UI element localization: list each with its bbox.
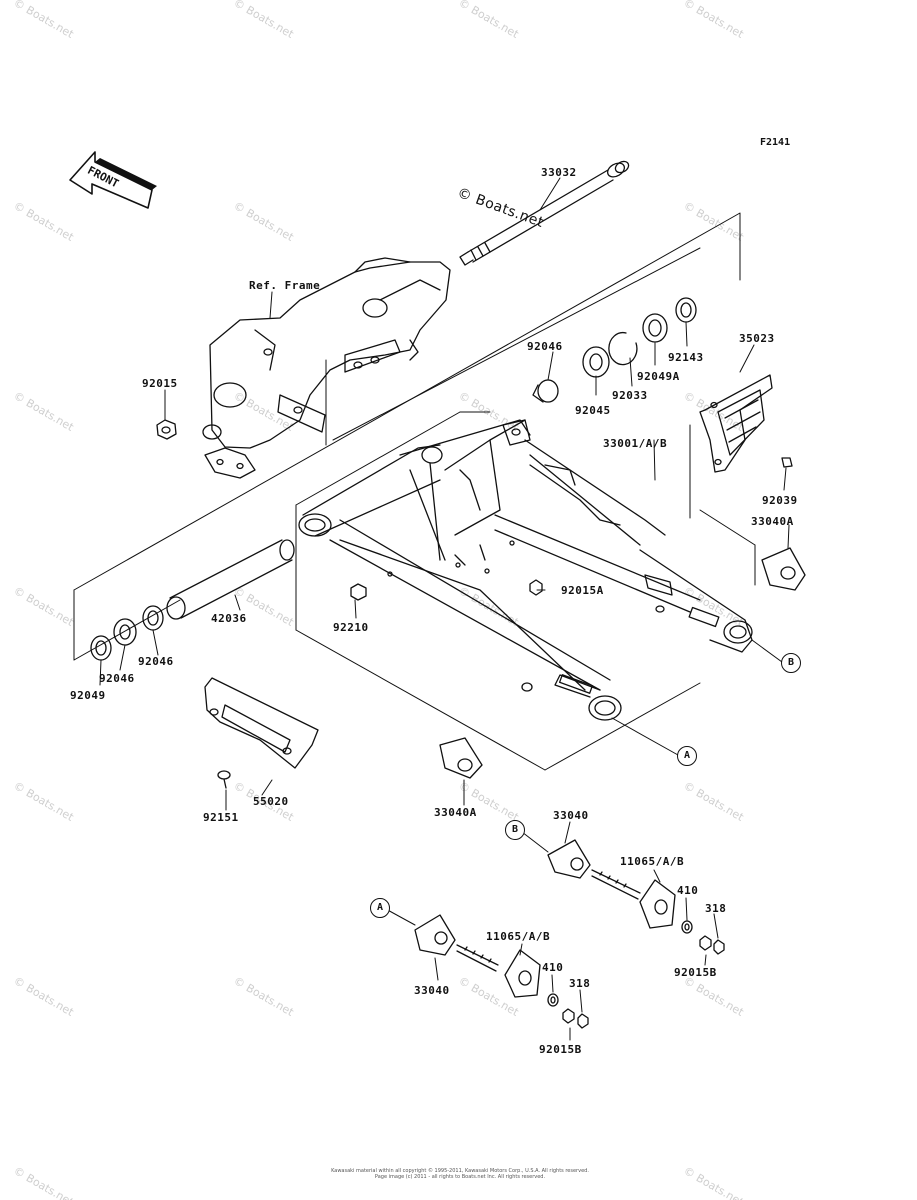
callout-33040A-right: 33040A	[751, 515, 794, 528]
callout-92143: 92143	[668, 351, 704, 364]
frame-reference	[202, 257, 451, 479]
callout-33032: 33032	[541, 166, 577, 179]
callout-92015: 92015	[142, 377, 178, 390]
callout-92210: 92210	[333, 621, 369, 634]
assembly-boundary-lines	[73, 212, 756, 771]
figure-code: F2141	[760, 137, 791, 148]
chain-slider-55020	[204, 677, 319, 769]
callout-92045: 92045	[575, 404, 611, 417]
callout-92046-low: 92046	[99, 672, 135, 685]
chain-guard-35023	[699, 374, 793, 473]
callout-92151: 92151	[203, 811, 239, 824]
callout-92046-mid: 92046	[138, 655, 174, 668]
callout-92015B-a: 92015B	[539, 1043, 582, 1056]
screw-92151	[217, 770, 231, 789]
copyright-notice: Kawasaki material within all copyright ©…	[330, 1168, 590, 1180]
callout-92033: 92033	[612, 389, 648, 402]
ref-mark-b-right: B	[781, 653, 801, 673]
ref-frame-label: Ref. Frame	[249, 279, 321, 292]
copyright-line-1: Kawasaki material within all copyright ©…	[331, 1168, 589, 1174]
nut-92015	[156, 419, 177, 440]
callout-92049: 92049	[70, 689, 106, 702]
leader-lines	[99, 177, 790, 1041]
nut-92015A	[529, 579, 543, 596]
callout-33001: 33001/A/B	[603, 437, 668, 450]
ref-mark-a-detail: A	[370, 898, 390, 918]
front-direction-arrow: FRONT	[69, 151, 157, 209]
callout-35023: 35023	[739, 332, 775, 345]
callout-318-b: 318	[705, 902, 727, 915]
ref-mark-a-right: A	[677, 746, 697, 766]
callout-55020: 55020	[253, 795, 289, 808]
pivot-axle-33032	[459, 160, 630, 266]
callout-92049A: 92049A	[637, 370, 680, 383]
callout-11065-b: 11065/A/B	[620, 855, 685, 868]
detail-a-assembly	[414, 914, 589, 1029]
pivot-collar-42036	[166, 539, 295, 620]
callout-92015B-b: 92015B	[674, 966, 717, 979]
swingarm-33001	[298, 419, 753, 721]
callout-92046-top: 92046	[527, 340, 563, 353]
detail-b-assembly	[547, 839, 725, 955]
bearing-stack-lower	[90, 605, 164, 661]
callout-33040A-bottom: 33040A	[434, 806, 477, 819]
callout-410-b: 410	[677, 884, 699, 897]
callout-33040-b: 33040	[553, 809, 589, 822]
callout-92015A: 92015A	[561, 584, 604, 597]
callout-33040-a: 33040	[414, 984, 450, 997]
callout-42036: 42036	[211, 612, 247, 625]
copyright-line-2: Page image (c) 2011 - all rights to Boat…	[374, 1174, 546, 1180]
callout-92039: 92039	[762, 494, 798, 507]
chain-adjuster-33040A-bottom	[439, 737, 483, 779]
chain-adjuster-33040A-right	[761, 547, 806, 591]
callout-11065-a: 11065/A/B	[486, 930, 551, 943]
nut-92210	[350, 583, 367, 601]
callout-318-a: 318	[569, 977, 591, 990]
callout-410-a: 410	[542, 961, 564, 974]
ref-mark-b-detail: B	[505, 820, 525, 840]
